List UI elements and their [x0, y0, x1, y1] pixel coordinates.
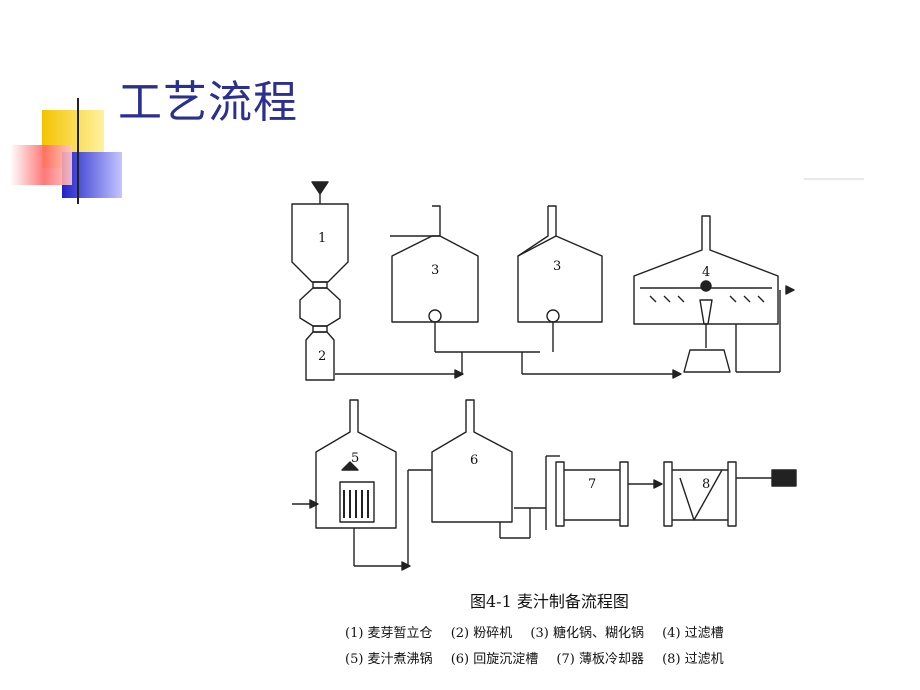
legend-item: (8) 过滤机: [662, 652, 724, 667]
corner-decoration-graphic: [10, 98, 290, 204]
legend-item: (3) 糖化锅、糊化锅: [530, 626, 644, 641]
unit-label-3a: 3: [431, 263, 439, 278]
wort-kettle: [292, 399, 432, 571]
unit-label-8: 8: [702, 477, 710, 492]
whirlpool-tank: [431, 399, 546, 539]
unit-label-4: 4: [702, 265, 710, 280]
cereal-cooker: [517, 205, 682, 379]
unit-label-2: 2: [318, 349, 326, 364]
unit-label-5: 5: [351, 451, 359, 466]
figure-caption: 图4-1 麦汁制备流程图: [470, 592, 629, 611]
legend-item: (6) 回旋沉淀槽: [450, 652, 539, 667]
unit-label-1: 1: [318, 231, 326, 246]
legend-row-1: (1) 麦芽暂立仓 (2) 粉碎机 (3) 糖化锅、糊化锅 (4) 过滤槽: [345, 622, 738, 641]
malt-silo: [291, 181, 349, 289]
mill: [299, 287, 464, 381]
unit-label-6: 6: [470, 453, 478, 468]
legend-item: (5) 麦汁煮沸锅: [345, 652, 433, 667]
legend-item: (7) 薄板冷却器: [556, 652, 644, 667]
unit-label-7: 7: [588, 477, 596, 492]
legend-row-2: (5) 麦汁煮沸锅 (6) 回旋沉淀槽 (7) 薄板冷却器 (8) 过滤机: [345, 648, 738, 667]
legend-item: (4) 过滤槽: [662, 626, 724, 641]
unit-label-3b: 3: [553, 259, 561, 274]
plate-cooler: [545, 455, 663, 530]
top-right-divider: [804, 178, 864, 180]
legend-item: (1) 麦芽暂立仓: [345, 626, 433, 641]
corner-decoration: [0, 0, 300, 210]
lauter-tun: [633, 215, 795, 373]
filter-press: [663, 461, 797, 527]
legend-item: (2) 粉碎机: [450, 626, 513, 641]
slide-title: 工艺流程: [118, 77, 298, 128]
